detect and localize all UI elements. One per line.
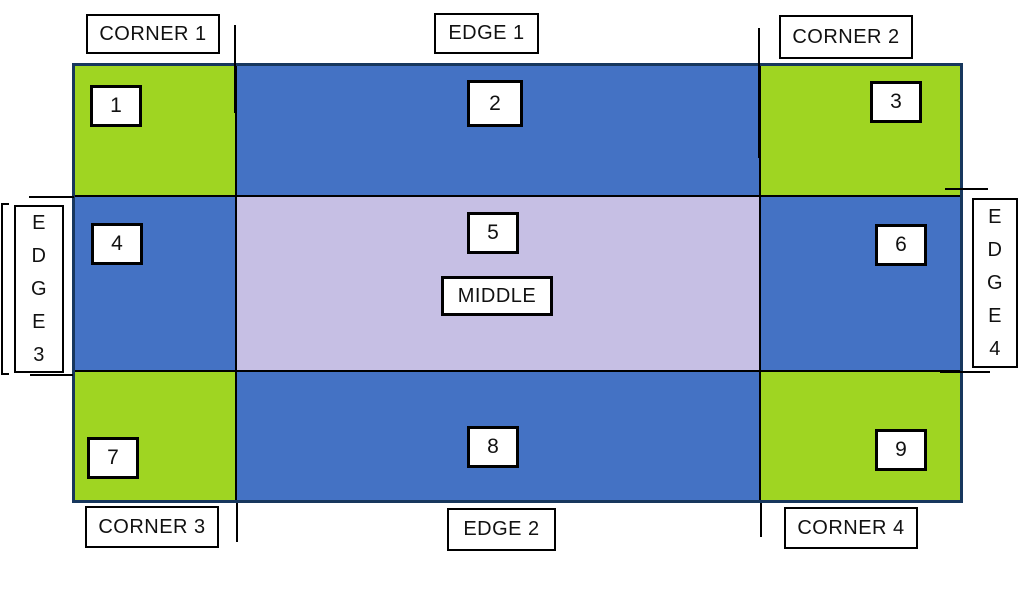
middle-label-box: MIDDLE <box>441 276 553 316</box>
label-corner-4: CORNER 4 <box>784 507 918 549</box>
left-bracket-line <box>1 203 9 375</box>
label-edge-1: EDGE 1 <box>434 13 539 54</box>
cell-corner-2 <box>760 66 960 196</box>
tick-line <box>758 28 760 158</box>
cell-number-badge: 4 <box>91 223 143 265</box>
cell-number-badge: 5 <box>467 212 519 254</box>
cell-number-badge: 8 <box>467 426 519 468</box>
column-divider-line <box>759 66 761 500</box>
label-corner-3: CORNER 3 <box>85 506 219 548</box>
label-corner-1: CORNER 1 <box>86 14 220 54</box>
tick-line <box>29 196 74 198</box>
label-edge-4: E D G E 4 <box>972 198 1018 368</box>
label-edge-3: E D G E 3 <box>14 205 64 373</box>
tick-line <box>940 371 990 373</box>
cell-number-badge: 3 <box>870 81 922 123</box>
label-edge-2: EDGE 2 <box>447 508 556 551</box>
tick-line <box>234 25 236 113</box>
cell-edge-4 <box>760 196 960 371</box>
column-divider-line <box>235 66 237 500</box>
cell-number-badge: 2 <box>467 80 523 127</box>
cell-number-badge: 6 <box>875 224 927 266</box>
tick-line <box>760 503 762 537</box>
row-divider-line <box>75 195 960 197</box>
tick-line <box>236 503 238 542</box>
tick-line <box>30 374 73 376</box>
tick-line <box>945 188 988 190</box>
cell-number-badge: 9 <box>875 429 927 471</box>
cell-number-badge: 1 <box>90 85 142 127</box>
row-divider-line <box>75 370 960 372</box>
label-corner-2: CORNER 2 <box>779 15 913 59</box>
cell-corner-4 <box>760 371 960 500</box>
cell-number-badge: 7 <box>87 437 139 479</box>
cell-corner-3 <box>75 371 236 500</box>
